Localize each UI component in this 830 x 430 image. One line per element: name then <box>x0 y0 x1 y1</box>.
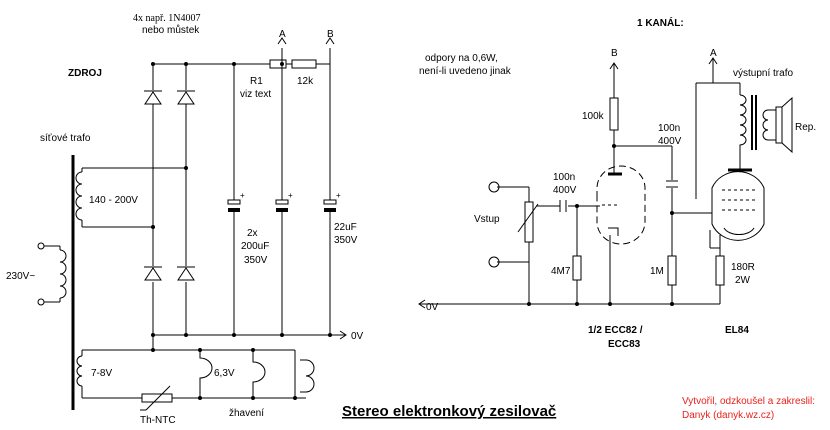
heater-junctions <box>151 335 297 400</box>
label-r1-value: viz text <box>240 89 271 100</box>
bridge-diode-4 <box>177 266 195 281</box>
input-capacitor <box>559 200 567 212</box>
tube-el84 <box>711 165 765 241</box>
label-rep: Rep. <box>795 122 816 133</box>
label-ntc: Th-NTC <box>140 415 176 426</box>
resistor-1m <box>667 255 677 286</box>
label-tube2: EL84 <box>725 325 749 336</box>
label-0v-right: 0V <box>426 302 439 313</box>
amp-junctions <box>527 144 674 306</box>
label-0v-left: 0V <box>351 331 364 342</box>
label-caps-3: 350V <box>244 255 268 266</box>
resistor-r1 <box>269 59 287 69</box>
credit-line-1: Vytvořil, odzkoušel a zakreslil: <box>682 396 815 407</box>
page-title: Stereo elektronkový zesilovač <box>342 403 556 420</box>
bridge-diode-2 <box>177 90 195 105</box>
label-caps-1: 2x <box>247 228 258 239</box>
label-note-2: není-li uvedeno jinak <box>419 66 512 77</box>
label-mains: 230V~ <box>6 271 35 282</box>
label-caps-2: 200uF <box>241 241 269 252</box>
label-channel: 1 KANÁL: <box>637 16 684 29</box>
label-c-input-1: 100n <box>553 172 575 183</box>
label-tube1-1: 1/2 ECC82 / <box>588 325 643 336</box>
heater-circuit <box>82 349 315 399</box>
resistor-100k <box>609 97 619 131</box>
power-supply-wiring <box>82 37 347 340</box>
label-diodes-note-1: 4x např. 1N4007 <box>133 13 201 24</box>
label-trafo: síťové trafo <box>40 133 91 144</box>
ntc-thermistor <box>140 385 173 411</box>
speaker-icon <box>775 96 793 154</box>
label-r-4m7: 4M7 <box>551 266 571 277</box>
bridge-diode-3 <box>144 266 162 281</box>
label-out-trafo: výstupní trafo <box>733 68 793 79</box>
label-tube1-2: ECC83 <box>608 339 641 350</box>
label-sec-voltage: 140 - 200V <box>89 195 138 206</box>
coupling-capacitor <box>666 180 678 188</box>
psu-junctions <box>151 62 332 337</box>
label-node-b: B <box>327 29 334 40</box>
resistor-12k <box>291 59 317 69</box>
output-transformer <box>739 94 776 150</box>
svg-text:+: + <box>336 191 341 200</box>
mains-transformer <box>37 155 83 410</box>
resistor-4m7 <box>572 255 582 281</box>
label-r-180-1: 180R <box>731 262 755 273</box>
label-c-coupling-2: 400V <box>658 136 682 147</box>
label-cap3-2: 350V <box>334 235 358 246</box>
credit-line-2: Danyk (danyk.wz.cz) <box>682 410 774 421</box>
label-heater-v1: 7-8V <box>91 368 112 379</box>
label-c-coupling-1: 100n <box>658 123 680 134</box>
filter-capacitor-1: + <box>227 191 245 212</box>
label-r-180-2: 2W <box>735 275 751 286</box>
filter-capacitor-2: + <box>275 191 293 212</box>
filter-capacitor-3: + <box>323 191 341 212</box>
label-zdroj: ZDROJ <box>68 68 102 79</box>
label-note-1: odpory na 0,6W, <box>425 53 498 64</box>
amplifier-wiring <box>418 57 741 309</box>
input-jack-ground <box>488 256 500 268</box>
label-heater-v2: 6,3V <box>214 368 235 379</box>
label-r1-name: R1 <box>250 76 263 87</box>
label-r-100k: 100k <box>582 111 605 122</box>
label-c-input-2: 400V <box>553 185 577 196</box>
label-node-b2: B <box>611 48 618 59</box>
label-cap3-1: 22uF <box>334 222 357 233</box>
input-jack-hot <box>488 181 500 193</box>
label-node-a: A <box>279 29 286 40</box>
bridge-diode-1 <box>144 90 162 105</box>
label-r2-value: 12k <box>297 76 314 87</box>
label-diodes-note-2: nebo můstek <box>142 24 200 36</box>
svg-text:+: + <box>240 191 245 200</box>
svg-text:+: + <box>288 191 293 200</box>
label-vstup: Vstup <box>474 214 500 225</box>
label-r-1m: 1M <box>650 266 664 277</box>
input-potentiometer <box>517 201 539 243</box>
label-node-a2: A <box>710 48 717 59</box>
label-zhaveni: žhavení <box>229 408 264 419</box>
tube-ecc82 <box>596 165 646 245</box>
resistor-180r <box>715 255 725 286</box>
